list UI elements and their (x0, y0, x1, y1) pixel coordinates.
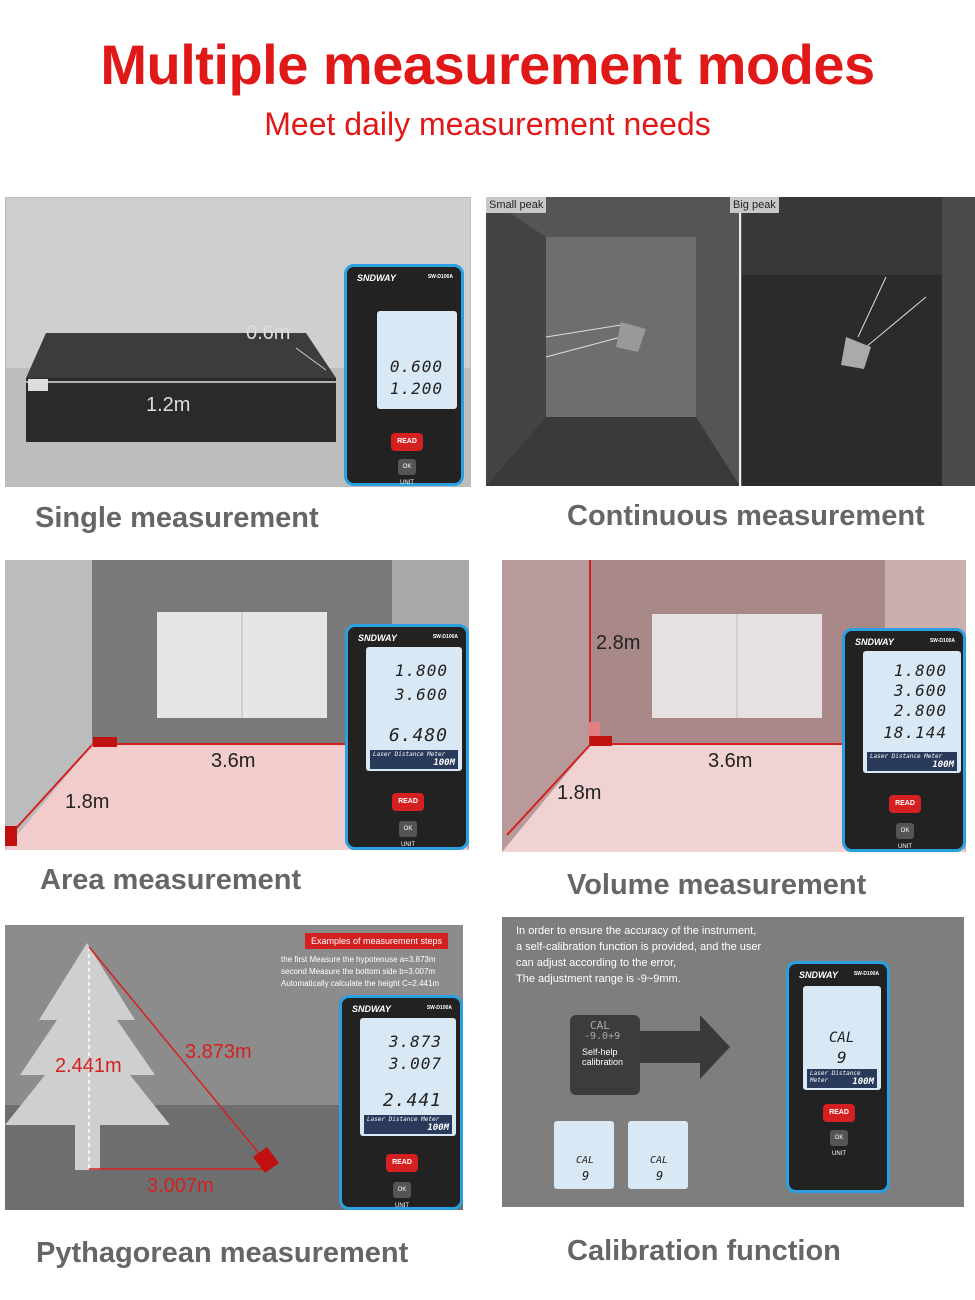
lcd-reading-3: 2.800 (893, 701, 947, 720)
read-button[interactable]: READ (386, 1154, 418, 1172)
caption-calibration: Calibration function (567, 1235, 841, 1267)
tag-big-peak: Big peak (730, 197, 779, 213)
dim-volume-b-label: 1.8m (557, 782, 602, 804)
continuous-scene (486, 197, 975, 486)
lcd-reading-1: 0.600 (389, 357, 443, 376)
lcd-reading-4: 18.144 (883, 723, 947, 742)
tag-small-peak: Small peak (486, 197, 547, 213)
dim-hypotenuse-label: 3.873m (185, 1041, 252, 1063)
step-3: Automatically calculate the height C=2.4… (281, 979, 440, 988)
dim-area-b-label: 1.8m (65, 791, 110, 813)
device-lcd-value: 9 (837, 1048, 847, 1067)
read-button[interactable]: READ (392, 793, 424, 811)
page-subtitle: Meet daily measurement needs (264, 106, 711, 142)
dim-height-label: 2.441m (55, 1055, 122, 1077)
calibration-card-range: -9.0+9 (584, 1031, 621, 1042)
caption-continuous: Continuous measurement (567, 500, 925, 532)
mini-lcd-1-value: 9 (582, 1169, 590, 1183)
dim-depth-label: 0.6m (246, 322, 291, 344)
dim-length-label: 1.2m (146, 394, 191, 416)
device-lcd: 1.800 3.600 2.800 18.144 Laser Distance … (863, 651, 961, 773)
page-title: Multiple measurement modes (100, 33, 875, 96)
read-button[interactable]: READ (823, 1104, 855, 1122)
steps-title: Examples of measurement steps (305, 933, 449, 949)
read-button[interactable]: READ (889, 795, 921, 813)
lcd-reading-2: 1.200 (389, 379, 443, 398)
dim-volume-h-label: 2.8m (596, 632, 641, 654)
calibration-card-top: CAL (590, 1019, 610, 1032)
lcd-reading-3: 2.441 (382, 1090, 442, 1111)
calibration-arrow-icon (640, 1015, 730, 1079)
mini-lcd-1-word: CAL (576, 1155, 595, 1166)
device-lcd-word: CAL (829, 1030, 855, 1046)
calibration-note-3: can adjust according to the error, (516, 957, 677, 969)
caption-volume: Volume measurement (567, 869, 867, 901)
panel-continuous: Small peak Big peak (486, 197, 975, 486)
ok-unit-button[interactable]: OK UNIT (830, 1130, 848, 1157)
step-2: second Measure the bottom side b=3.007m (281, 967, 436, 976)
dim-area-a-label: 3.6m (211, 750, 256, 772)
ok-unit-button[interactable]: OK UNIT (399, 821, 417, 848)
lcd-reading-3: 6.480 (388, 725, 448, 746)
calibration-note-2: a self-calibration function is provided,… (516, 941, 762, 953)
lcd-reading-2: 3.600 (394, 685, 448, 704)
caption-single: Single measurement (35, 502, 319, 534)
panel-pythagorean: Examples of measurement steps the first … (5, 925, 463, 1210)
lcd-reading-1: 1.800 (893, 661, 947, 680)
ok-unit-button[interactable]: OK UNIT (398, 459, 416, 486)
lcd-reading-1: 1.800 (394, 661, 448, 680)
step-1: the first Measure the hypotenuse a=3.873… (281, 955, 436, 964)
calibration-note-1: In order to ensure the accuracy of the i… (516, 925, 757, 937)
dim-base-label: 3.007m (147, 1175, 214, 1197)
mini-lcd-1: CAL 9 (554, 1121, 614, 1189)
ok-unit-button[interactable]: OK UNIT (896, 823, 914, 850)
mini-lcd-2-value: 9 (656, 1169, 664, 1183)
lcd-reading-2: 3.600 (893, 681, 947, 700)
mini-lcd-2-word: CAL (650, 1155, 669, 1166)
read-button[interactable]: READ (391, 433, 423, 451)
ok-unit-button[interactable]: OK UNIT (393, 1182, 411, 1209)
lcd-reading-2: 3.007 (388, 1054, 442, 1073)
mini-lcd-2: CAL 9 (628, 1121, 688, 1189)
dim-volume-a-label: 3.6m (708, 750, 753, 772)
panel-calibration: In order to ensure the accuracy of the i… (502, 917, 964, 1207)
caption-pythagorean: Pythagorean measurement (36, 1237, 409, 1269)
device-lcd: 0.600 1.200 (377, 311, 457, 409)
calibration-card-label: Self-help calibration (582, 1047, 624, 1067)
calibration-card: CAL -9.0+9 Self-help calibration (570, 1015, 640, 1095)
lcd-reading-1: 3.873 (388, 1032, 442, 1051)
calibration-note-4: The adjustment range is -9~9mm. (516, 973, 681, 985)
caption-area: Area measurement (40, 864, 302, 896)
